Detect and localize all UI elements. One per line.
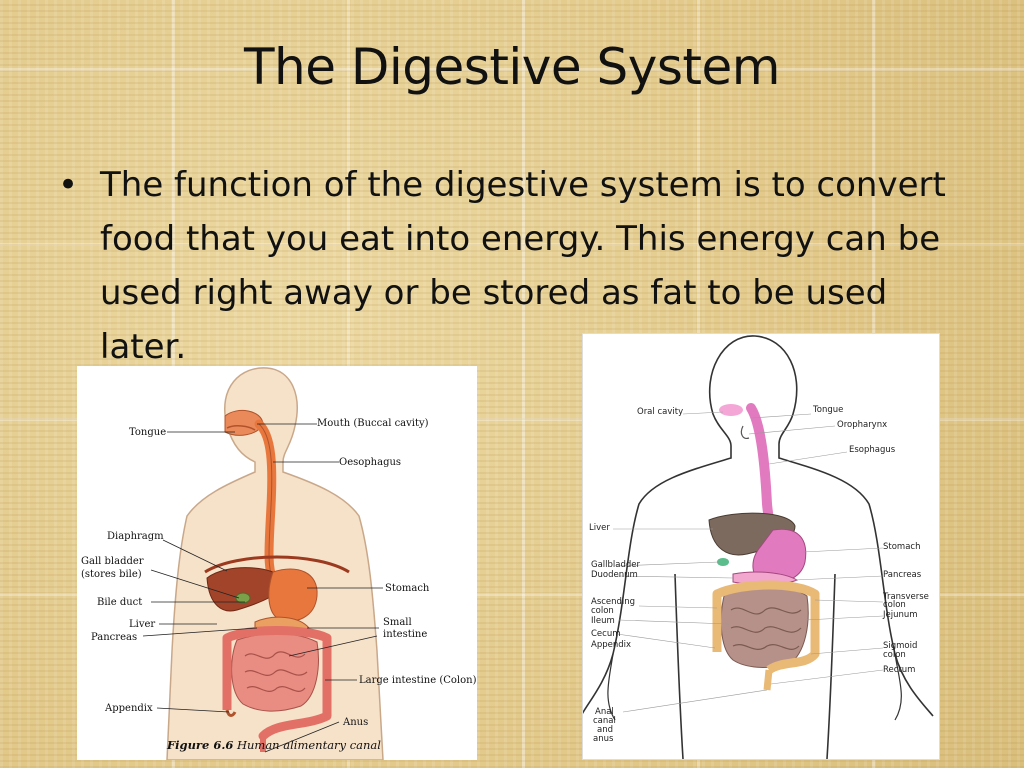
label-ascending-colon: colon [591, 606, 614, 616]
label-stores-bile: (stores bile) [81, 569, 142, 580]
label-oral-cavity: Oral cavity [637, 407, 684, 417]
label-anus-right: anus [593, 734, 614, 744]
label-gall-bladder: Gall bladder [81, 556, 144, 567]
label-bile-duct: Bile duct [97, 597, 143, 608]
label-transverse-colon: colon [883, 600, 906, 610]
label-oropharynx: Oropharynx [837, 420, 888, 430]
digestive-system-figure: Oral cavity Tongue Oropharynx Esophagus … [582, 333, 940, 760]
label-gallbladder: Gallbladder [591, 560, 640, 570]
label-esophagus: Esophagus [849, 445, 896, 455]
label-cecum: Cecum [591, 629, 621, 639]
label-oesophagus: Oesophagus [339, 457, 402, 468]
label-liver-right: Liver [589, 523, 610, 533]
label-anus: Anus [343, 717, 369, 728]
label-canal: canal [593, 716, 616, 726]
label-small: Small [383, 617, 412, 628]
bullet-text: The function of the digestive system is … [100, 165, 946, 367]
label-ileum: Ileum [591, 616, 615, 626]
label-transverse: Transverse [883, 592, 929, 602]
slide-title: The Digestive System [243, 38, 781, 96]
figure-caption-text: Human alimentary canal [236, 738, 381, 752]
label-liver: Liver [129, 619, 156, 630]
label-and: and [597, 725, 613, 735]
label-tongue-right: Tongue [813, 405, 844, 415]
label-tongue: Tongue [129, 427, 167, 438]
label-diaphragm: Diaphragm [107, 531, 164, 542]
label-sigmoid-colon: colon [883, 650, 906, 660]
alimentary-canal-figure: Tongue Mouth (Buccal cavity) Oesophagus … [77, 366, 477, 760]
bullet-dot-icon: • [58, 165, 79, 205]
label-rectum: Rectum [883, 665, 916, 675]
label-duodenum: Duodenum [591, 570, 638, 580]
label-appendix: Appendix [105, 703, 153, 714]
bullet-point: • The function of the digestive system i… [58, 158, 958, 374]
label-sigmoid: Sigmoid [883, 641, 918, 651]
label-anal: Anal [595, 707, 614, 717]
figure-caption: Figure 6.6 Human alimentary canal [167, 738, 381, 752]
alimentary-canal-illustration [142, 367, 384, 760]
figure-number: Figure 6.6 [167, 738, 234, 752]
label-pancreas-right: Pancreas [883, 570, 922, 580]
label-stomach-right: Stomach [883, 542, 921, 552]
label-ascending: Ascending [591, 597, 636, 607]
label-large-intestine: Large intestine (Colon) [359, 675, 477, 686]
label-appendix-right: Appendix [591, 640, 632, 650]
label-jejunum: Jejunum [883, 610, 918, 620]
label-mouth: Mouth (Buccal cavity) [317, 418, 429, 429]
digestive-system-illustration [583, 335, 934, 759]
label-pancreas: Pancreas [91, 632, 138, 643]
label-stomach: Stomach [385, 583, 430, 594]
label-intestine: intestine [383, 629, 428, 640]
